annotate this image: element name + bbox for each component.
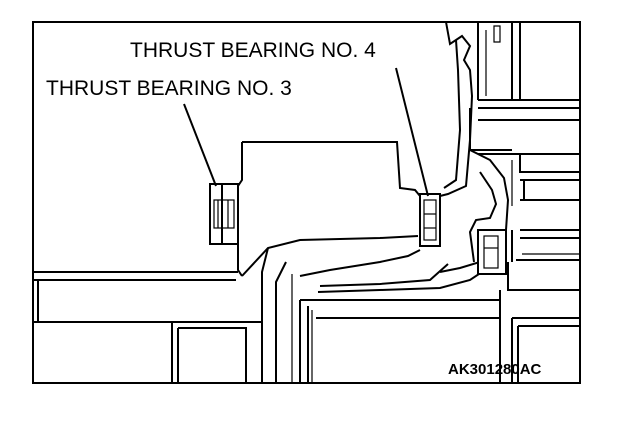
housing-section xyxy=(33,141,580,382)
right-case-section xyxy=(317,21,580,293)
right-bearing-part xyxy=(477,229,507,275)
leader-line-bearing-3 xyxy=(183,103,217,187)
label-thrust-bearing-no3: THRUST BEARING NO. 3 xyxy=(46,77,292,100)
label-thrust-bearing-no4: THRUST BEARING NO. 4 xyxy=(130,39,376,62)
figure-code-label: AK301280AC xyxy=(448,361,542,378)
thrust-bearing-no3-part xyxy=(209,183,239,245)
figure-frame xyxy=(32,21,581,384)
thrust-bearing-no4-part xyxy=(419,193,441,247)
leader-line-bearing-4 xyxy=(395,67,429,197)
